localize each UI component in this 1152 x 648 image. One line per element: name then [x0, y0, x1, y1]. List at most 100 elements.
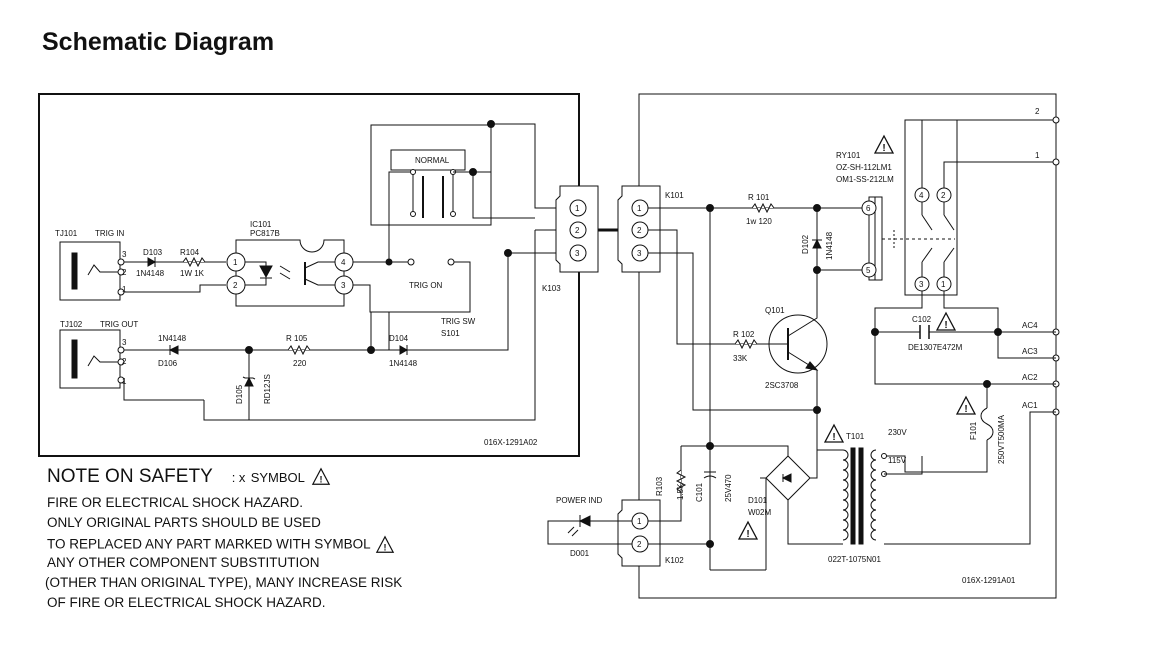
t101-ref: T101 [846, 432, 865, 441]
ry101-warning-icon [874, 135, 894, 155]
k101-ref: K101 [665, 191, 684, 200]
tj101-jack [59, 241, 125, 301]
safety-heading-text: NOTE ON SAFETY [47, 466, 213, 487]
tj101-pin-2: 2 [122, 268, 127, 277]
d101-bridge [765, 455, 811, 501]
ic101-optocoupler [226, 239, 354, 307]
r103-value: 1.5K [676, 483, 685, 500]
safety-symbol-label: SYMBOL [250, 470, 305, 485]
r102-resistor [734, 338, 758, 350]
d104-part: 1N4148 [389, 359, 418, 368]
c101-capacitor [703, 471, 717, 479]
terminal-ac1: AC1 [1022, 401, 1038, 410]
ic101-ref: IC101 [250, 220, 272, 229]
safety-line-1: FIRE OR ELECTRICAL SHOCK HAZARD. [47, 495, 304, 510]
ry101-part2: OM1-SS-212LM [836, 175, 894, 184]
ry101-pin-5: 5 [866, 266, 871, 275]
d105-part: RD12JS [263, 374, 272, 404]
tj102-label: TRIG OUT [100, 320, 138, 329]
ry101-pin-2: 2 [941, 191, 946, 200]
safety-line-warning-icon: ! [375, 535, 395, 553]
k103-pin-3: 3 [575, 249, 580, 258]
r102-value: 33K [733, 354, 748, 363]
svg-text:!: ! [320, 474, 323, 484]
d104-diode [399, 345, 409, 355]
q101-part: 2SC3708 [765, 381, 799, 390]
page-title: Schematic Diagram [42, 28, 275, 56]
k102-connector [617, 499, 661, 567]
c102-warning-icon [936, 312, 956, 332]
c102-part: DE1307E472M [908, 343, 963, 352]
ic101-pin-4: 4 [341, 258, 346, 267]
t101-warning-icon [824, 424, 844, 444]
k101-pin-2: 2 [637, 226, 642, 235]
d104-ref: D104 [389, 334, 409, 343]
switch-normal: NORMAL [415, 156, 450, 165]
tj101-label: TRIG IN [95, 229, 125, 238]
d106-ref: D106 [158, 359, 178, 368]
tj101-ref: TJ101 [55, 229, 78, 238]
t101-part: 022T-1075N01 [828, 555, 881, 564]
safety-line-2: ONLY ORIGINAL PARTS SHOULD BE USED [47, 515, 321, 530]
d101-ref: D101 [748, 496, 768, 505]
ic101-part: PC817B [250, 229, 280, 238]
right-board-id: 016X-1291A01 [962, 576, 1016, 585]
k103-pin-1: 1 [575, 204, 580, 213]
t101-v1: 230V [888, 428, 907, 437]
d105-ref: D105 [235, 384, 244, 404]
r104-resistor [182, 256, 206, 268]
r104-ref: R104 [180, 248, 200, 257]
terminal-2: 2 [1035, 107, 1040, 116]
d102-diode [812, 238, 822, 249]
terminal-ac3: AC3 [1022, 347, 1038, 356]
k102-pin-2: 2 [637, 540, 642, 549]
safety-symbol-prefix: : x [231, 470, 246, 485]
ry101-pin-3: 3 [919, 280, 924, 289]
r104-value: 1W 1K [180, 269, 205, 278]
r105-ref: R 105 [286, 334, 308, 343]
k103-connector [555, 185, 599, 273]
d106-diode [168, 345, 179, 355]
r102-ref: R 102 [733, 330, 755, 339]
f101-fuse [980, 407, 994, 441]
r105-resistor [287, 344, 311, 356]
tj102-jack [59, 329, 125, 389]
svg-text:!: ! [383, 542, 386, 552]
left-board-id: 016X-1291A02 [484, 438, 538, 447]
ic101-pin-1: 1 [233, 258, 238, 267]
d101-part: W02M [748, 508, 771, 517]
c102-ref: C102 [912, 315, 932, 324]
ry101-pin-4: 4 [919, 191, 924, 200]
safety-line-3: TO REPLACED ANY PART MARKED WITH SYMBOL … [47, 535, 396, 555]
switch-trig-on: TRIG ON [409, 281, 443, 290]
d103-ref: D103 [143, 248, 163, 257]
c101-ref: C101 [695, 482, 704, 502]
k102-ref: K102 [665, 556, 684, 565]
ry101-pin-1: 1 [941, 280, 946, 289]
k102-pin-1: 1 [637, 517, 642, 526]
r103-ref: R103 [655, 476, 664, 496]
r101-value: 1w 120 [746, 217, 772, 226]
safety-note-heading: NOTE ON SAFETY : x SYMBOL ! [47, 466, 332, 488]
ry101-ref: RY101 [836, 151, 861, 160]
tj101-pin-3: 3 [122, 250, 127, 259]
right-board-outline [638, 93, 1057, 599]
normal-switch [370, 124, 492, 226]
d103-part: 1N4148 [136, 269, 165, 278]
ry101-pin-6: 6 [866, 204, 871, 213]
q101-ref: Q101 [765, 306, 785, 315]
r105-value: 220 [293, 359, 307, 368]
terminal-ac2: AC2 [1022, 373, 1038, 382]
safety-line-4: ANY OTHER COMPONENT SUBSTITUTION [47, 555, 320, 570]
safety-line-5: (OTHER THAN ORIGINAL TYPE), MANY INCREAS… [45, 575, 403, 590]
k103-ref: K103 [542, 284, 561, 293]
f101-part: 250VT500MA [997, 414, 1006, 464]
r101-ref: R 101 [748, 193, 770, 202]
ry101-relay [861, 119, 958, 296]
d105-zener [242, 376, 256, 387]
d001-label: POWER IND [556, 496, 602, 505]
safety-warning-icon: ! [312, 467, 331, 485]
tj102-pin-2: 2 [122, 357, 127, 366]
d106-part: 1N4148 [158, 334, 187, 343]
